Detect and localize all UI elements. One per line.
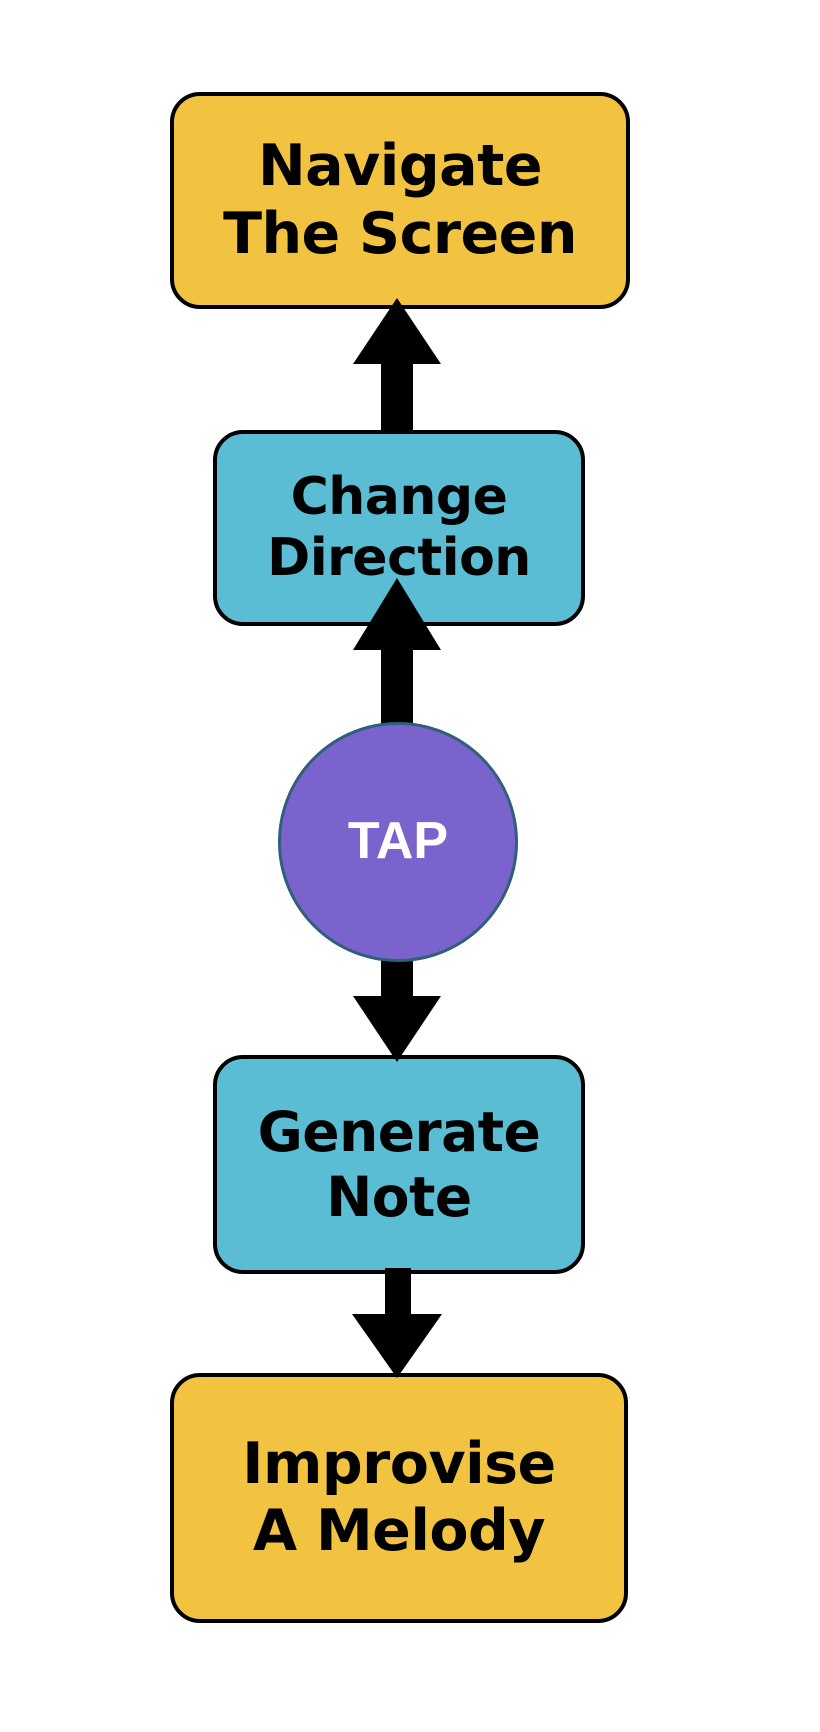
- node-improvise-melody-line-1: Improvise: [242, 1430, 556, 1497]
- node-improvise-melody[interactable]: Improvise A Melody: [170, 1373, 628, 1623]
- node-generate-note-line-2: Note: [326, 1164, 472, 1229]
- node-improvise-melody-line-2: A Melody: [253, 1498, 546, 1564]
- node-navigate-screen-line-1: Navigate: [257, 133, 543, 200]
- node-change-direction[interactable]: Change Direction: [213, 430, 585, 626]
- node-generate-note-line-1: Generate: [257, 1099, 541, 1164]
- arrow-change-direction-to-navigate-screen: [353, 298, 441, 434]
- arrow-tap-to-generate-note: [353, 952, 441, 1062]
- node-navigate-screen-line-2: The Screen: [223, 200, 577, 267]
- node-tap[interactable]: TAP: [278, 722, 518, 962]
- node-generate-note[interactable]: Generate Note: [213, 1055, 585, 1274]
- arrow-generate-note-to-improvise-melody: [352, 1268, 442, 1378]
- node-change-direction-line-1: Change: [290, 466, 508, 527]
- node-change-direction-line-2: Direction: [267, 528, 531, 588]
- node-tap-label: TAP: [347, 812, 449, 871]
- node-navigate-screen[interactable]: Navigate The Screen: [170, 92, 630, 309]
